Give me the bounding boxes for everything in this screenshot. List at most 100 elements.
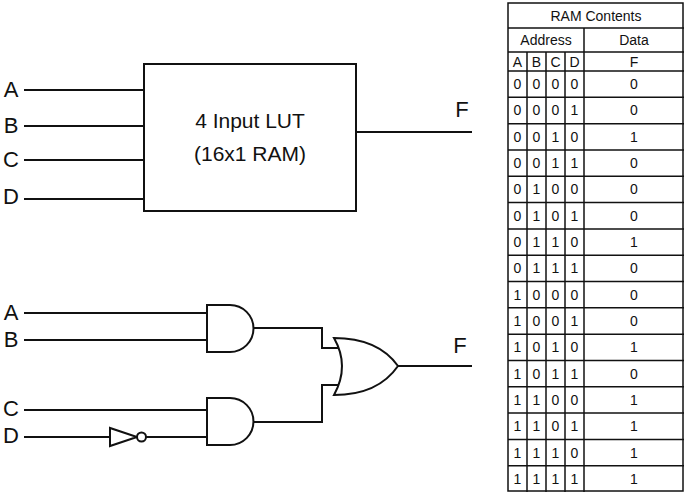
table-cell: 0 — [514, 103, 522, 117]
table-cell: 1 — [533, 261, 541, 275]
table-cell: 0 — [533, 156, 541, 170]
table-cell: 0 — [571, 77, 579, 91]
table-cell: 0 — [514, 235, 522, 249]
table-cell: 1 — [552, 367, 560, 381]
table-cell: 1 — [552, 340, 560, 354]
table-cell: 0 — [514, 209, 522, 223]
wires — [24, 90, 472, 437]
table-cell: 0 — [571, 340, 579, 354]
table-cell: 0 — [630, 288, 638, 302]
table-cell: 1 — [533, 393, 541, 407]
table-cell: 0 — [533, 103, 541, 117]
table-cell: 0 — [571, 288, 579, 302]
table-cell: 1 — [552, 446, 560, 460]
table-cell: 0 — [630, 182, 638, 196]
table-header: Address — [520, 33, 571, 47]
table-cell: 1 — [533, 209, 541, 223]
table-cell: 1 — [630, 472, 638, 486]
table-cell: 1 — [533, 446, 541, 460]
table-cell: 0 — [552, 103, 560, 117]
table-cell: 1 — [630, 419, 638, 433]
lut-box: 4 Input LUT (16x1 RAM) — [143, 63, 357, 212]
table-cell: 1 — [552, 156, 560, 170]
table-cell: 0 — [533, 340, 541, 354]
table-cell: 0 — [630, 209, 638, 223]
lut-signal-name: D — [3, 186, 19, 208]
inverter-bubble — [137, 433, 146, 442]
table-cell: 0 — [571, 182, 579, 196]
table-cell: 1 — [630, 130, 638, 144]
table-cell: 1 — [552, 235, 560, 249]
table-cell: 0 — [533, 367, 541, 381]
box-label: 4 Input LUT (16x1 RAM) — [191, 105, 309, 170]
table-cell: 0 — [571, 393, 579, 407]
table-header: F — [630, 55, 639, 69]
table-title: RAM Contents — [550, 9, 641, 23]
gate-signal-name: B — [4, 329, 19, 351]
table-cell: 1 — [514, 446, 522, 460]
table-cell: 1 — [571, 472, 579, 486]
table-cell: 0 — [533, 288, 541, 302]
table-cell: 1 — [571, 209, 579, 223]
table-cell: 0 — [630, 314, 638, 328]
or-gate — [334, 338, 398, 395]
table-cell: 0 — [552, 419, 560, 433]
table-cell: 0 — [630, 156, 638, 170]
table-cell: 0 — [630, 261, 638, 275]
table-cell: 0 — [630, 367, 638, 381]
table-cell: 0 — [552, 182, 560, 196]
table-cell: 0 — [552, 209, 560, 223]
gate-signal-name: C — [3, 398, 19, 420]
table-cell: 1 — [552, 261, 560, 275]
table-cell: 1 — [514, 419, 522, 433]
table-cell: 0 — [514, 182, 522, 196]
table-cell: 0 — [552, 393, 560, 407]
table-cell: 1 — [533, 235, 541, 249]
table-cell: 0 — [514, 130, 522, 144]
lut-signal-name: B — [4, 115, 19, 137]
gate-signal-name: D — [3, 425, 19, 447]
table-header: C — [550, 55, 560, 69]
table-cell: 1 — [571, 261, 579, 275]
and-gate — [207, 305, 253, 352]
table-header: B — [532, 55, 541, 69]
table-cell: 1 — [514, 288, 522, 302]
table-cell: 1 — [552, 472, 560, 486]
table-header: Data — [619, 33, 649, 47]
table-cell: 1 — [514, 314, 522, 328]
gate-signal-name: A — [4, 302, 19, 324]
table-cell: 1 — [514, 367, 522, 381]
table-cell: 0 — [533, 314, 541, 328]
table-cell: 1 — [514, 472, 522, 486]
lut-signal-name: F — [455, 99, 468, 121]
table-cell: 1 — [630, 235, 638, 249]
table-cell: 0 — [571, 446, 579, 460]
table-cell: 1 — [533, 419, 541, 433]
table-cell: 1 — [514, 340, 522, 354]
table-cell: 1 — [630, 340, 638, 354]
table-cell: 1 — [571, 419, 579, 433]
table-cell: 1 — [571, 156, 579, 170]
table-header: D — [569, 55, 579, 69]
table-cell: 1 — [630, 393, 638, 407]
table-cell: 0 — [552, 314, 560, 328]
table-cell: 0 — [571, 235, 579, 249]
table-cell: 0 — [514, 156, 522, 170]
table-cell: 0 — [552, 288, 560, 302]
lut-signal-name: C — [3, 149, 19, 171]
table-cell: 0 — [630, 103, 638, 117]
table-cell: 1 — [571, 367, 579, 381]
table-cell: 1 — [533, 182, 541, 196]
table-cell: 1 — [533, 472, 541, 486]
table-header: A — [513, 55, 522, 69]
table-cell: 0 — [533, 130, 541, 144]
table-cell: 1 — [552, 130, 560, 144]
table-cell: 0 — [514, 261, 522, 275]
table-cell: 1 — [514, 393, 522, 407]
table-cell: 1 — [630, 446, 638, 460]
table-cell: 0 — [571, 130, 579, 144]
table-cell: 0 — [533, 77, 541, 91]
and-gate — [207, 398, 253, 445]
table-cell: 1 — [571, 103, 579, 117]
gate-signal-name: F — [453, 335, 466, 357]
